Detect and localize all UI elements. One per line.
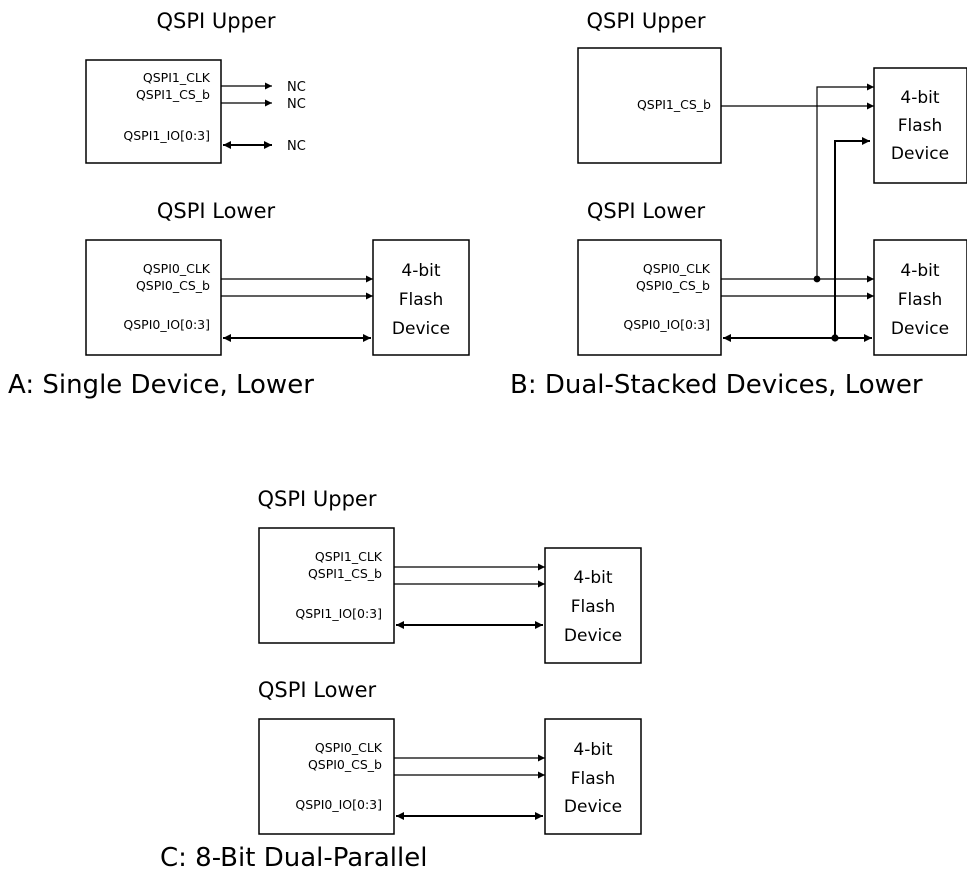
section-c-qspi0-clk-label: QSPI0_CLK [315,740,383,755]
section-a-lower-title: QSPI Lower [157,199,276,223]
section-b-qspi-lower-block [577,239,722,356]
section-a-qspi1-io-label: QSPI1_IO[0:3] [123,128,210,143]
section-a-flash-line1: 4-bit [401,261,440,281]
section-c-caption: C: 8-Bit Dual-Parallel [160,843,427,873]
section-b-flash-lower-line2: Flash [898,290,943,310]
section-c-flash-lower-line1: 4-bit [573,740,612,760]
section-c-flash-upper-line3: Device [564,626,622,646]
section-c-qspi1-io-label: QSPI1_IO[0:3] [295,606,382,621]
section-a-qspi-upper-block [85,59,222,164]
section-a-caption: A: Single Device, Lower [8,370,314,400]
section-a-flash-device [372,239,470,356]
section-c-qspi-upper-block [258,527,395,644]
section-c-qspi1-clk-label: QSPI1_CLK [315,549,383,564]
section-b-io-junction [831,334,839,342]
section-c: QSPI Upper QSPI1_CLK QSPI1_CS_b QSPI1_IO… [160,487,642,873]
section-c-qspi-lower-block [258,718,395,835]
section-b-qspi0-cs-label: QSPI0_CS_b [636,278,710,293]
section-b-clk-branch-wire [816,83,874,279]
section-a-flash-line2: Flash [399,290,444,310]
section-c-lower-title: QSPI Lower [258,678,377,702]
section-c-upper-title: QSPI Upper [258,487,377,511]
section-b-flash-upper-line1: 4-bit [900,88,939,108]
section-a-flash-line3: Device [392,319,450,339]
section-b-flash-upper-line3: Device [891,144,949,164]
section-b-flash-device-upper [873,67,967,184]
section-c-flash-upper-line2: Flash [571,597,616,617]
section-b-flash-lower-line3: Device [891,319,949,339]
section-b-qspi0-clk-label: QSPI0_CLK [643,261,711,276]
section-a-qspi-lower-block [85,239,222,356]
section-c-flash-upper-line1: 4-bit [573,568,612,588]
section-b-flash-device-lower [873,239,967,356]
section-c-qspi0-io-label: QSPI0_IO[0:3] [295,797,382,812]
section-b-io-branch-wire [834,137,870,338]
section-a-nc-label-clk: NC [287,80,306,95]
section-b-flash-upper-line2: Flash [898,116,943,136]
section-c-qspi0-cs-label: QSPI0_CS_b [308,757,382,772]
section-a-nc-label-io: NC [287,139,306,154]
section-b: QSPI Upper QSPI1_CS_b 4-bit Flash Device… [510,9,967,400]
section-c-qspi1-cs-label: QSPI1_CS_b [308,566,382,581]
section-c-flash-device-upper [544,547,642,664]
section-b-lower-title: QSPI Lower [587,199,706,223]
section-b-caption: B: Dual-Stacked Devices, Lower [510,370,923,400]
section-a-upper-title: QSPI Upper [157,9,276,33]
section-b-qspi0-io-label: QSPI0_IO[0:3] [623,317,710,332]
section-b-upper-title: QSPI Upper [587,9,706,33]
section-c-flash-device-lower [544,718,642,835]
section-c-flash-lower-line2: Flash [571,769,616,789]
section-a-qspi1-cs-label: QSPI1_CS_b [136,87,210,102]
section-a-qspi0-clk-label: QSPI0_CLK [143,261,211,276]
section-a-nc-label-cs: NC [287,97,306,112]
section-b-clk-junction [813,275,821,283]
section-a-qspi0-cs-label: QSPI0_CS_b [136,278,210,293]
section-b-flash-lower-line1: 4-bit [900,261,939,281]
section-a: QSPI Upper QSPI1_CLK QSPI1_CS_b QSPI1_IO… [8,9,470,400]
section-a-qspi0-io-label: QSPI0_IO[0:3] [123,317,210,332]
section-c-flash-lower-line3: Device [564,797,622,817]
section-a-qspi1-clk-label: QSPI1_CLK [143,70,211,85]
section-b-qspi1-cs-label: QSPI1_CS_b [637,97,711,112]
